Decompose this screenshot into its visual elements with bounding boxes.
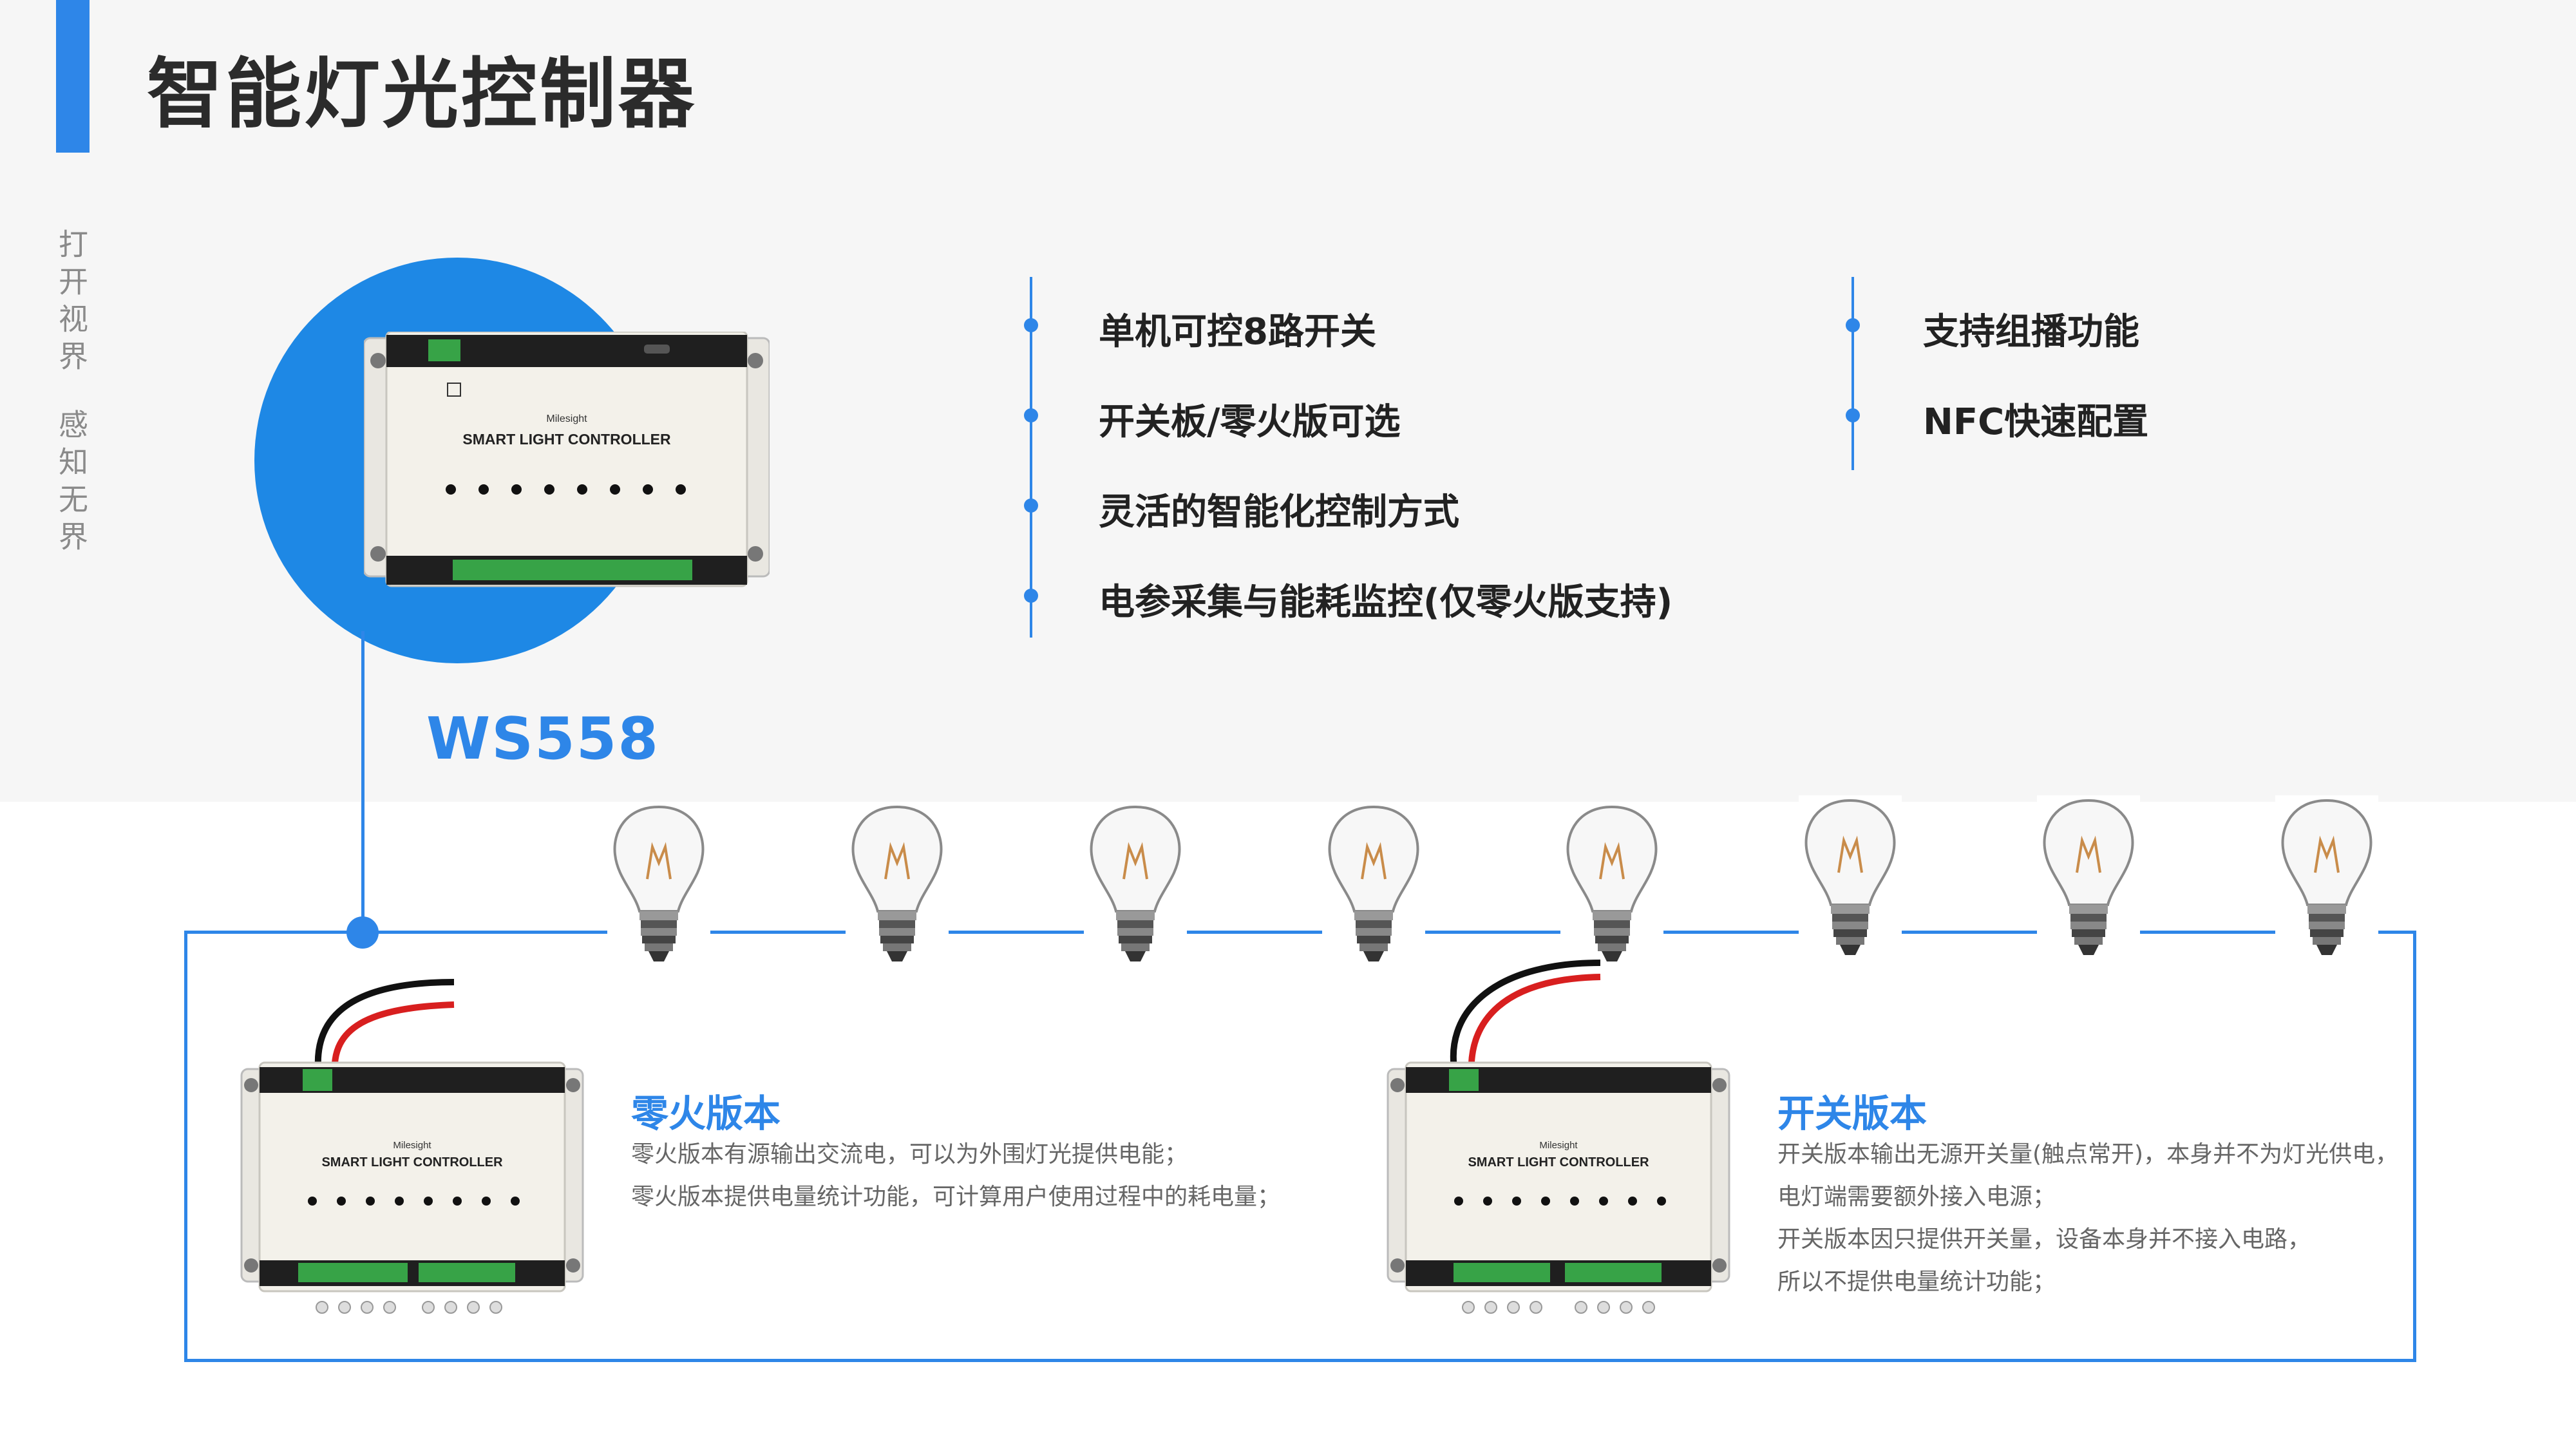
bulb-icon	[1084, 802, 1187, 963]
connector-dot	[346, 916, 379, 949]
zero-fire-description: 零火版本有源输出交流电，可以为外围灯光提供电能； 零火版本提供电量统计功能，可计…	[631, 1133, 1280, 1218]
feature-dot	[1024, 318, 1038, 332]
feature-dot	[1024, 589, 1038, 603]
versions-frame	[184, 931, 2416, 1362]
switch-device-brand: Milesight	[1539, 1140, 1578, 1151]
features-right-line	[1852, 277, 1854, 470]
switch-device-image: Milesight SMART LIGHT CONTROLLER	[1387, 960, 1730, 1314]
zero-fire-device-brand: Milesight	[393, 1140, 431, 1151]
bulb-icon	[607, 802, 710, 963]
features-left-line	[1030, 277, 1032, 638]
feature-item: 单机可控8路开关	[1099, 311, 1376, 353]
bulb-icon	[1560, 802, 1663, 963]
zero-fire-title: 零火版本	[631, 1092, 781, 1135]
hero-device-image: Milesight SMART LIGHT CONTROLLER	[364, 332, 770, 587]
bulb-icon	[1799, 795, 1902, 956]
feature-item: 灵活的智能化控制方式	[1099, 491, 1459, 533]
zero-fire-device-image: Milesight SMART LIGHT CONTROLLER	[240, 979, 584, 1314]
description-line: 开关版本因只提供开关量，设备本身并不接入电路，	[1777, 1226, 2311, 1253]
connector-line	[361, 631, 365, 934]
feature-dot	[1846, 318, 1860, 332]
description-line: 零火版本有源输出交流电，可以为外围灯光提供电能；	[631, 1141, 1188, 1168]
bulb-icon	[846, 802, 949, 963]
slogan-line-2: 感知无界	[54, 409, 89, 558]
hero-device-label: SMART LIGHT CONTROLLER	[462, 431, 671, 448]
slogan-line-1: 打开视界	[54, 229, 89, 378]
feature-item: 开关板/零火版可选	[1099, 401, 1401, 443]
title-accent-bar	[56, 0, 90, 153]
feature-item: NFC快速配置	[1923, 401, 2149, 443]
description-line: 开关版本输出无源开关量(触点常开)，本身并不为灯光供电，	[1777, 1141, 2399, 1168]
feature-dot	[1846, 408, 1860, 422]
bulb-icon	[2037, 795, 2140, 956]
switch-description: 开关版本输出无源开关量(触点常开)，本身并不为灯光供电， 电灯端需要额外接入电源…	[1777, 1133, 2398, 1303]
bulb-icon	[1322, 802, 1425, 963]
hero-device-brand: Milesight	[546, 413, 587, 424]
description-line: 零火版本提供电量统计功能，可计算用户使用过程中的耗电量；	[631, 1184, 1281, 1210]
zero-fire-device-label: SMART LIGHT CONTROLLER	[321, 1155, 503, 1170]
feature-item: 支持组播功能	[1923, 311, 2139, 353]
switch-device-label: SMART LIGHT CONTROLLER	[1468, 1155, 1649, 1170]
bulb-icon	[2275, 795, 2378, 956]
page-title: 智能灯光控制器	[147, 50, 697, 138]
model-name: WS558	[426, 705, 659, 773]
feature-item: 电参采集与能耗监控(仅零火版支持)	[1099, 582, 1673, 623]
feature-dot	[1024, 408, 1038, 422]
description-line: 电灯端需要额外接入电源；	[1777, 1184, 2056, 1210]
slogan-vertical: 打开视界感知无界	[50, 229, 93, 558]
description-line: 所以不提供电量统计功能；	[1777, 1269, 2056, 1295]
switch-title: 开关版本	[1777, 1092, 1927, 1135]
feature-dot	[1024, 498, 1038, 513]
